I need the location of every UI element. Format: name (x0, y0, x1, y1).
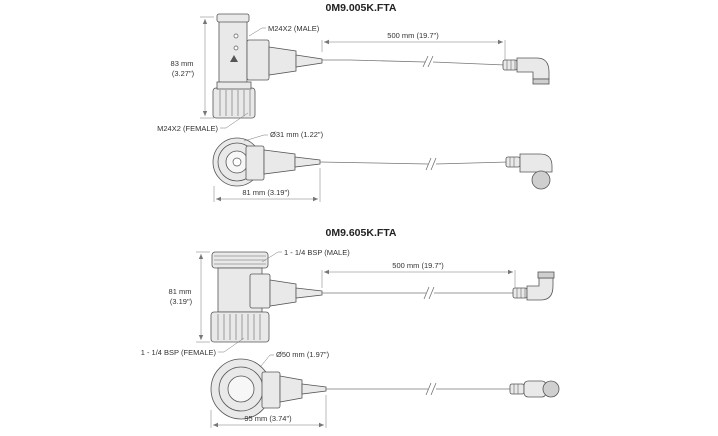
top-side-cable (432, 61, 506, 66)
top-female-thread-label: M24X2 (FEMALE) (157, 124, 218, 133)
top-side-connector (516, 57, 550, 80)
top-plan-strain-relief (294, 156, 321, 168)
top-cable-length-label: 500 mm (19.7") (387, 31, 439, 40)
bottom-width-label: 95 mm (3.74") (244, 414, 292, 423)
top-plan-cable (319, 161, 429, 165)
bottom-plan-strain-relief (301, 383, 327, 395)
top-model-title: 0M9.005K.FTA (326, 2, 397, 14)
top-side-view (212, 13, 550, 119)
bottom-side-connector-nut (537, 271, 555, 279)
bottom-plan-connector-face (542, 380, 560, 398)
top-diameter-label: Ø31 mm (1.22") (270, 130, 324, 139)
bottom-plan-connector-boot (509, 383, 525, 395)
bottom-cable-length-label: 500 mm (19.7") (392, 261, 444, 270)
top-side-sensor (246, 39, 270, 81)
top-height-mm-label: 83 mm (171, 59, 194, 68)
bottom-side-gland (269, 279, 297, 307)
bottom-side-connector (526, 277, 554, 301)
bottom-diameter-label: Ø50 mm (1.97") (276, 350, 330, 359)
top-side-cap (216, 13, 250, 23)
top-side-gland (268, 46, 297, 76)
top-side-nut (212, 87, 256, 119)
bottom-height-in-label: (3.19") (170, 297, 193, 306)
top-brand-logo-icon (230, 55, 238, 62)
top-plan-connector-face (531, 170, 551, 190)
top-screw-hole-icon (233, 45, 239, 51)
bottom-male-thread-label: 1 - 1/4 BSP (MALE) (284, 248, 350, 257)
top-side-cable (322, 59, 426, 63)
top-plan-view (212, 137, 553, 190)
top-screw-hole-icon (233, 33, 239, 39)
bottom-female-thread-label: 1 - 1/4 BSP (FEMALE) (141, 348, 217, 357)
top-side-strain-relief (295, 54, 323, 68)
top-plan-gland (263, 149, 296, 175)
top-height-in-label: (3.27") (172, 69, 195, 78)
top-plan-connector-boot (505, 156, 521, 168)
bottom-height-mm-label: 81 mm (169, 287, 192, 296)
bottom-plan-bore-icon (227, 375, 255, 403)
bottom-side-strain-relief (295, 287, 323, 299)
top-side-body (218, 17, 248, 85)
bottom-model-title: 0M9.605K.FTA (326, 227, 397, 239)
top-male-thread-label: M24X2 (MALE) (268, 24, 320, 33)
bottom-plan-sensor (261, 371, 281, 409)
top-plan-bore-icon (232, 157, 242, 167)
top-width-label: 81 mm (3.19") (242, 188, 290, 197)
bottom-side-sensor (249, 273, 271, 309)
top-plan-cable (435, 161, 509, 165)
bottom-plan-gland (279, 375, 303, 403)
bottom-plan-view (210, 358, 560, 420)
top-plan-sensor (245, 145, 265, 181)
bottom-side-view (210, 251, 555, 343)
top-plan-connector (519, 153, 553, 173)
bottom-side-nut (210, 311, 270, 343)
top-side-collar (216, 81, 252, 90)
top-side-connector-nut (532, 78, 550, 85)
